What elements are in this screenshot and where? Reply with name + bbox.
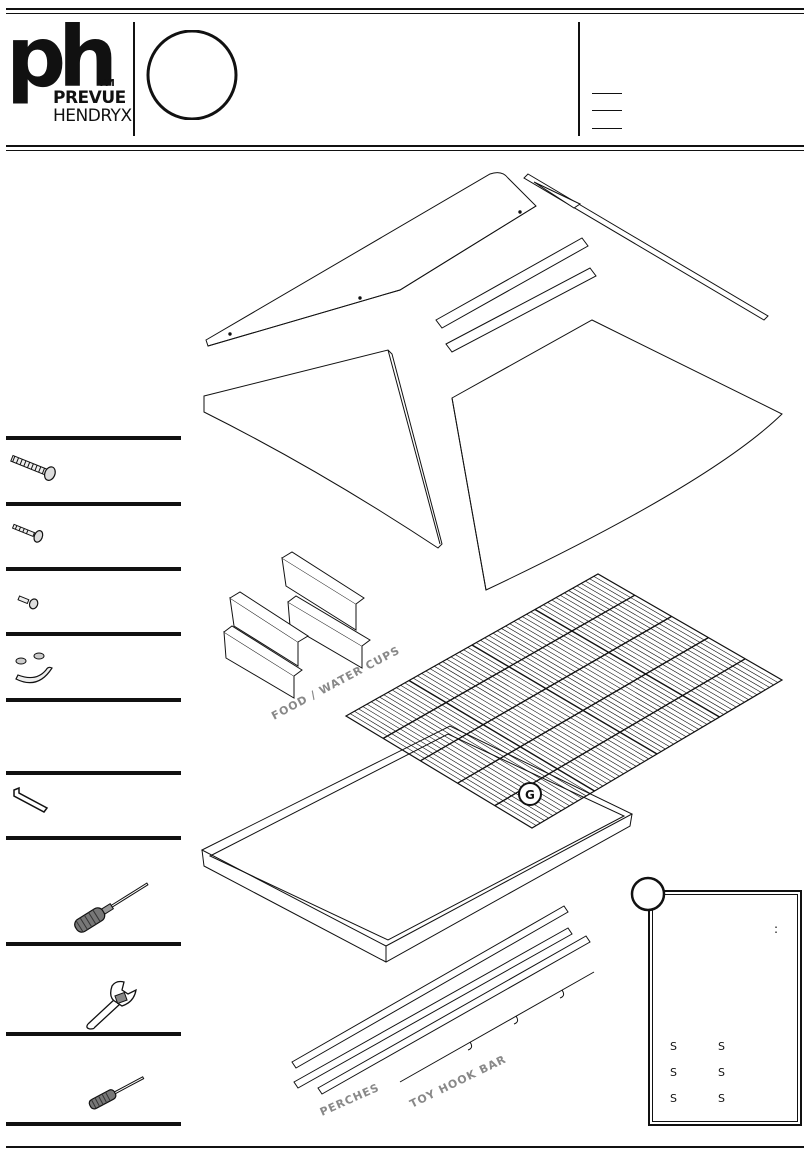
hardware-separator <box>6 1032 181 1036</box>
logo-mark: ph <box>6 8 118 106</box>
perches <box>291 905 591 1095</box>
legend-circle-icon <box>630 876 666 912</box>
bottom-tray <box>200 725 634 963</box>
header-line-2 <box>592 110 622 111</box>
toy-hook-bar <box>399 971 595 1083</box>
food-water-cups <box>223 551 371 699</box>
grate-letter: G <box>525 788 535 802</box>
hardware-separator <box>6 1122 181 1126</box>
floor-grate: G <box>344 573 784 829</box>
hardware-separator <box>6 567 181 571</box>
screwdriver-icon <box>74 882 149 933</box>
small-screwdriver-icon <box>88 1076 145 1110</box>
legend-item: S <box>718 1040 725 1053</box>
hardware-separator <box>6 436 181 440</box>
top-rule-thin <box>6 13 804 14</box>
logo-brand-line2: HENDRYX <box>53 106 132 126</box>
wrench-icon <box>86 980 137 1030</box>
short-bolt-icon <box>11 523 44 543</box>
legend-item: S <box>670 1092 677 1105</box>
allen-key-icon <box>13 786 49 813</box>
hardware-separator <box>6 942 181 946</box>
logo-trademark: TM <box>98 78 115 89</box>
bottom-rule <box>6 1146 804 1148</box>
hardware-separator <box>6 502 181 506</box>
legend-item: S <box>670 1066 677 1079</box>
header-bottom-rule-thin <box>6 150 804 151</box>
legend-item: S <box>670 1040 677 1053</box>
top-rule <box>6 8 804 10</box>
hardware-separator <box>6 632 181 636</box>
legend-colon: : <box>774 922 779 936</box>
cage-exploded-diagram: FOOD / WATER CUPS G PERCHES TOY HOOK BAR <box>200 172 784 1119</box>
header-divider-left <box>133 22 135 136</box>
handle-icon <box>15 652 53 684</box>
legend-box: : S S S S S S <box>648 890 802 1126</box>
side-panel-right <box>451 319 783 591</box>
toy-hook-bar-label: TOY HOOK BAR <box>408 1053 509 1111</box>
legend-item: S <box>718 1066 725 1079</box>
hardware-separator <box>6 836 181 840</box>
roof-rail <box>523 173 769 321</box>
logo-brand-line1: PREVUE <box>53 88 126 108</box>
side-panel-left <box>203 349 443 549</box>
hardware-separator <box>6 771 181 775</box>
header-bottom-rule <box>6 145 804 147</box>
header-line-3 <box>592 128 622 129</box>
step-circle-icon <box>146 30 238 120</box>
legend-item: S <box>718 1092 725 1105</box>
small-bolt-icon <box>17 595 39 610</box>
long-bolt-icon <box>10 454 56 481</box>
cross-bar <box>435 237 597 353</box>
header-line-1 <box>592 93 622 94</box>
hardware-separator <box>6 698 181 702</box>
roof-panel-left <box>205 172 537 347</box>
header-divider-right <box>578 22 580 136</box>
